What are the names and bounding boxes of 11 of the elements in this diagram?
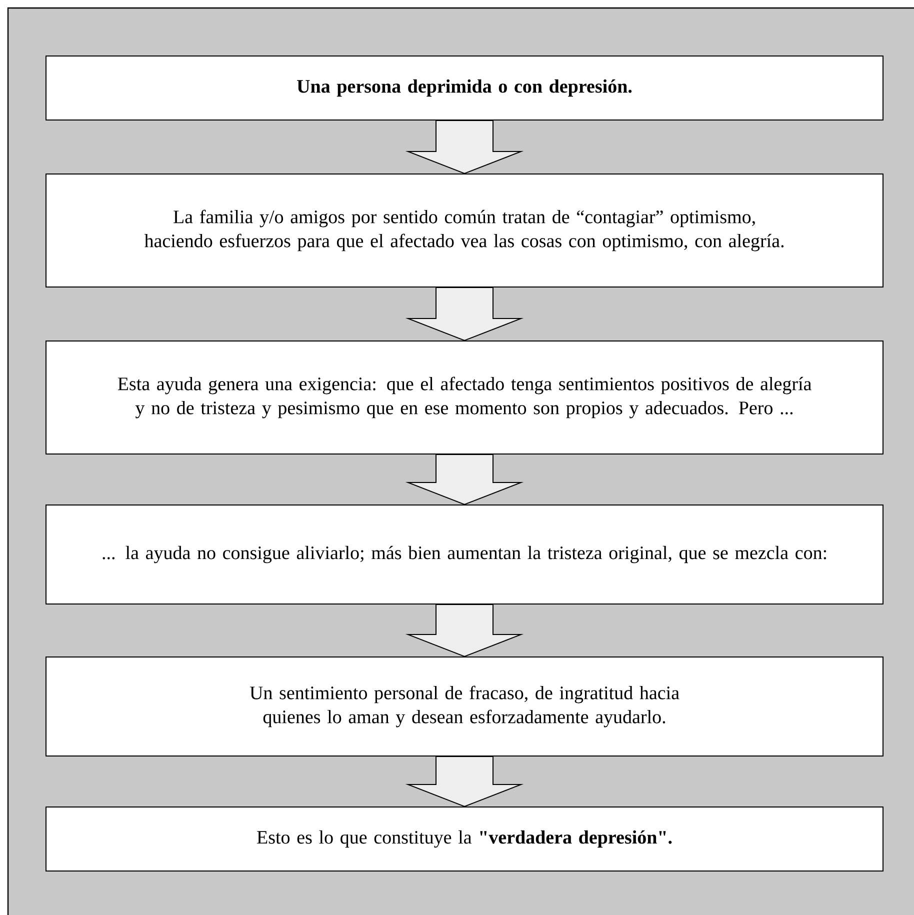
- block-arrow: [405, 120, 524, 174]
- text-box: Un sentimiento personal de fracaso, de ingratitud hacia quienes lo aman y desean esforzadamente ayudarlo.: [46, 656, 884, 756]
- text-box: Esto es lo que constituye la "verdadera depresión".: [46, 806, 884, 872]
- block-arrow: [405, 756, 524, 808]
- text-box: ... la ayuda no consigue aliviarlo; más bien aumentan la tristeza original, que se mezcla con:: [46, 504, 884, 604]
- text-box: Una persona deprimida o con depresión.: [46, 56, 884, 120]
- block-arrow: [405, 454, 524, 506]
- block-arrow: [405, 287, 524, 342]
- text-box: La familia y/o amigos por sentido común tratan de “contagiar” optimismo, haciendo esfuerzos para que el afectado vea las cosas con optimismo, con alegría.: [46, 174, 884, 288]
- text-box: Esta ayuda genera una exigencia: que el afectado tenga sentimientos positivos de alegría y no de tristeza y pesimismo que en ese momento son propios y adecuados. Pero ...: [46, 340, 884, 454]
- block-arrow: [405, 604, 524, 658]
